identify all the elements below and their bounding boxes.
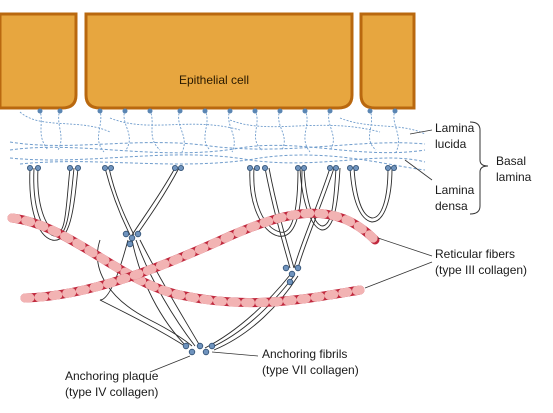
label-anchoring-fibrils: Anchoring fibrils (type VII collagen) <box>262 347 359 377</box>
label-lamina-lucida: Lamina lucida <box>435 121 478 151</box>
label-reticular-fibers: Reticular fibers (type III collagen) <box>435 247 527 277</box>
anchoring-fibrils <box>30 168 392 350</box>
lamina-lucida-fibers <box>20 110 425 152</box>
epithelial-cell-left <box>0 14 76 108</box>
label-basal-lamina: Basal lamina <box>496 154 532 184</box>
lamina-densa-network <box>10 142 425 170</box>
epithelial-cell-label: Epithelial cell <box>179 73 249 87</box>
epithelial-cell-right <box>361 14 414 108</box>
fibril-nodes <box>27 165 396 354</box>
basal-lamina-bracket <box>470 122 488 214</box>
epithelial-cells: Epithelial cell <box>0 14 414 108</box>
label-anchoring-plaque: Anchoring plaque (type IV collagen) <box>65 369 162 399</box>
reticular-fibers <box>12 213 375 302</box>
label-lamina-densa: Lamina densa <box>435 183 478 213</box>
epithelial-cell-center <box>86 14 352 108</box>
